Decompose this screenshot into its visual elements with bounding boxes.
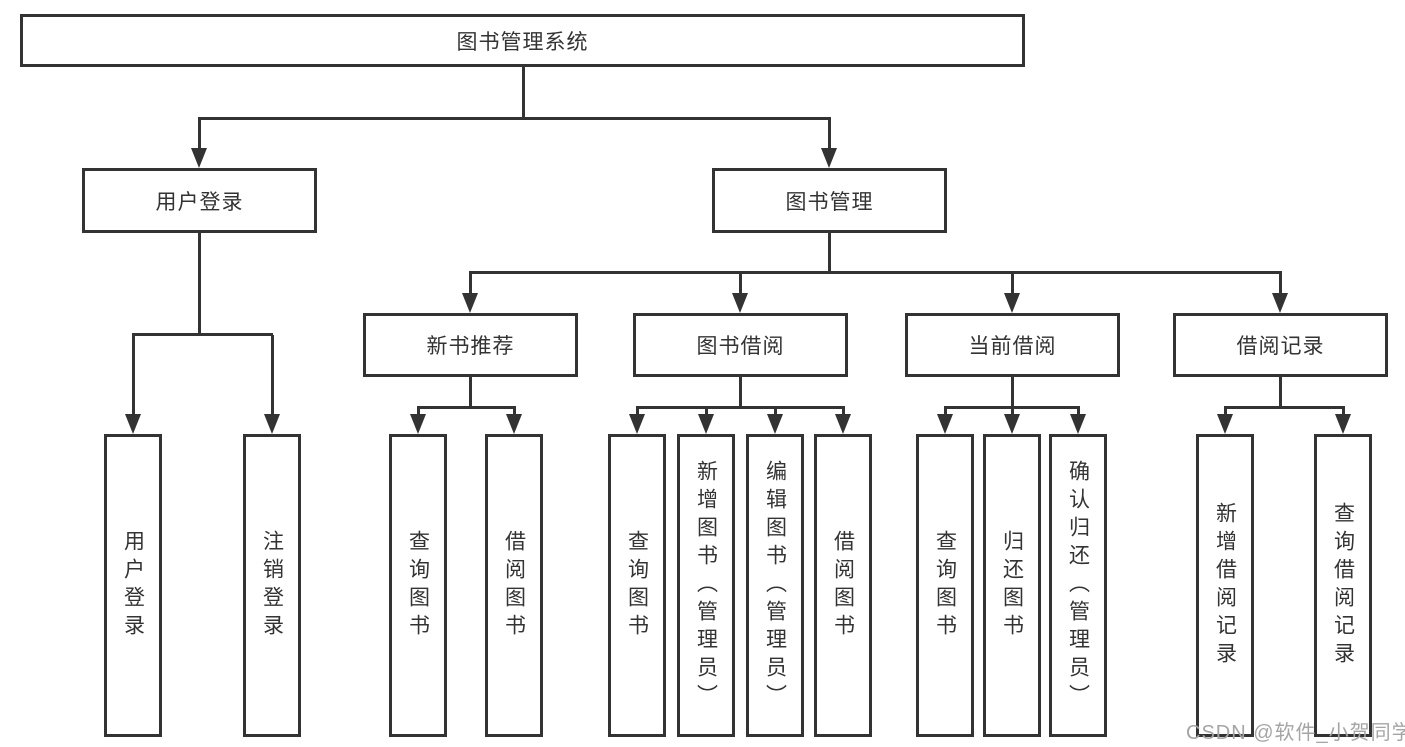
leaf-borrow-add-book: 新增图书（管理员） <box>677 434 735 737</box>
arrow-down-icon <box>410 408 426 434</box>
node-current-borrowing: 当前借阅 <box>905 313 1120 377</box>
arrow-down-icon <box>506 408 522 434</box>
connector-user-login-bus <box>131 333 273 336</box>
connector-bus <box>943 406 1080 409</box>
node-book-borrowing: 图书借阅 <box>633 313 848 377</box>
node-library-system: 图书管理系统 <box>20 14 1025 67</box>
arrow-down-icon <box>937 408 953 434</box>
node-current-borrowing-label: 当前借阅 <box>968 335 1057 358</box>
connector-book-mgmt-stem <box>827 233 831 274</box>
leaf-borrow-query: 查询图书 <box>608 434 666 737</box>
node-borrow-records-label: 借阅记录 <box>1236 335 1325 358</box>
leaf-newbook-borrow-label: 借阅图书 <box>502 529 526 642</box>
connector-level3-bus <box>468 271 1282 274</box>
arrow-down-icon <box>629 408 645 434</box>
leaf-current-query: 查询图书 <box>916 434 974 737</box>
node-new-book-recommend: 新书推荐 <box>363 313 578 377</box>
leaf-borrow-edit-book: 编辑图书（管理员） <box>746 434 804 737</box>
leaf-borrow-query-label: 查询图书 <box>625 529 649 642</box>
leaf-logout-label: 注销登录 <box>260 529 284 642</box>
leaf-borrow-book: 借阅图书 <box>814 434 872 737</box>
leaf-borrow-edit-book-label: 编辑图书（管理员） <box>763 459 787 712</box>
leaf-confirm-return-label: 确认归还（管理员） <box>1066 459 1090 712</box>
arrow-down-icon <box>835 408 851 434</box>
csdn-watermark: CSDN @软件_小贺同学 <box>1186 722 1405 744</box>
node-library-system-label: 图书管理系统 <box>456 30 589 54</box>
arrow-down-icon <box>732 273 748 313</box>
leaf-return-book-label: 归还图书 <box>1000 529 1024 642</box>
node-user-login: 用户登录 <box>82 168 317 233</box>
arrow-down-icon <box>1272 273 1288 313</box>
connector-user-login-stem <box>197 233 201 336</box>
leaf-logout: 注销登录 <box>243 434 301 737</box>
node-borrow-records: 借阅记录 <box>1173 313 1388 377</box>
arrow-down-icon <box>767 408 783 434</box>
leaf-newbook-query-label: 查询图书 <box>406 529 430 642</box>
leaf-return-book: 归还图书 <box>983 434 1041 737</box>
node-book-borrowing-label: 图书借阅 <box>696 335 785 358</box>
arrow-down-icon <box>462 273 478 313</box>
leaf-newbook-borrow: 借阅图书 <box>485 434 543 737</box>
arrow-down-icon <box>1004 408 1020 434</box>
leaf-query-borrow-record-label: 查询借阅记录 <box>1331 501 1355 670</box>
leaf-current-query-label: 查询图书 <box>933 529 957 642</box>
arrow-down-icon <box>698 408 714 434</box>
connector-root-stem <box>521 67 525 120</box>
connector-bus <box>635 406 845 409</box>
connector-bus <box>1223 406 1345 409</box>
connector-bus <box>416 406 516 409</box>
leaf-borrow-book-label: 借阅图书 <box>831 529 855 642</box>
arrow-down-icon <box>1004 273 1020 313</box>
leaf-user-login-label: 用户登录 <box>121 529 145 642</box>
arrow-down-icon <box>1335 408 1351 434</box>
connector-stem <box>1011 377 1014 409</box>
leaf-add-borrow-record-label: 新增借阅记录 <box>1213 501 1237 670</box>
leaf-query-borrow-record: 查询借阅记录 <box>1314 434 1372 737</box>
arrow-down-icon <box>1070 408 1086 434</box>
connector-level2-bus <box>197 117 831 120</box>
node-user-login-label: 用户登录 <box>155 190 244 214</box>
connector-stem <box>469 377 472 409</box>
connector-stem <box>1279 377 1282 409</box>
leaf-confirm-return: 确认归还（管理员） <box>1049 434 1107 737</box>
node-book-management: 图书管理 <box>712 168 947 233</box>
arrow-down-icon <box>821 118 837 168</box>
arrow-down-icon <box>191 118 207 168</box>
arrow-down-icon <box>264 335 280 434</box>
node-new-book-recommend-label: 新书推荐 <box>426 335 515 358</box>
node-book-management-label: 图书管理 <box>785 190 874 214</box>
leaf-user-login: 用户登录 <box>104 434 162 737</box>
leaf-add-borrow-record: 新增借阅记录 <box>1196 434 1254 737</box>
arrow-down-icon <box>125 335 141 434</box>
arrow-down-icon <box>1217 408 1233 434</box>
connector-stem <box>739 377 742 409</box>
leaf-borrow-add-book-label: 新增图书（管理员） <box>694 459 718 712</box>
leaf-newbook-query: 查询图书 <box>389 434 447 737</box>
